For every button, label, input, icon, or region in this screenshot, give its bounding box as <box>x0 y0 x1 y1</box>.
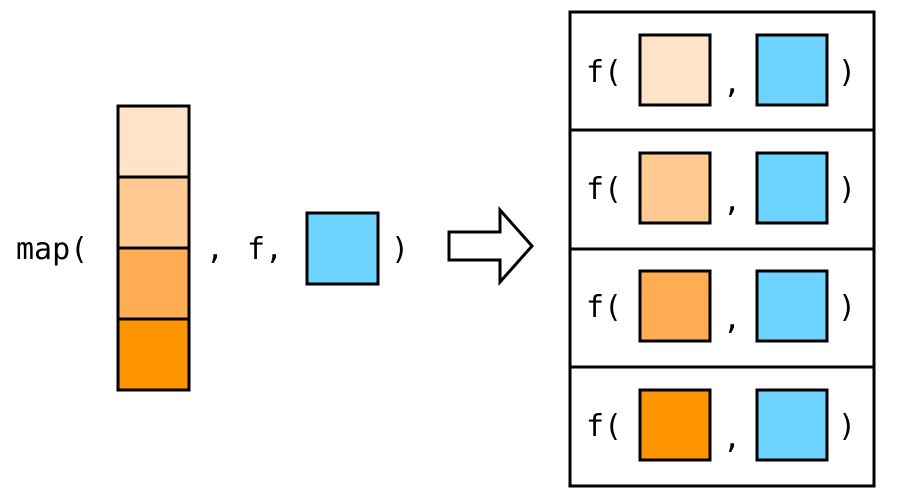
output-row-1-element <box>638 33 712 107</box>
output-row-4-element <box>638 388 712 462</box>
input-vector-element-2 <box>116 175 191 250</box>
output-row-1-close: ) <box>838 55 856 90</box>
output-list: f( , ) f( , ) f( , ) f( , ) <box>568 10 876 488</box>
output-row-3-close: ) <box>838 290 856 325</box>
right-arrow-icon <box>447 206 535 286</box>
output-row-3: f( , ) <box>586 269 856 343</box>
output-row-2-argument <box>755 151 829 225</box>
output-row-3-call: f( <box>586 290 622 325</box>
map-call-suffix: ) <box>391 232 409 267</box>
output-row-3-argument <box>755 269 829 343</box>
output-row-1-argument <box>755 33 829 107</box>
map-call: map( , f, ) <box>16 104 409 392</box>
input-vector-element-4 <box>116 317 191 392</box>
output-row-1: f( , ) <box>586 33 856 107</box>
output-row-1-comma: , <box>723 66 741 101</box>
output-row-3-comma: , <box>723 302 741 337</box>
map-call-prefix: map( <box>16 232 88 267</box>
output-row-4-close: ) <box>838 409 856 444</box>
output-row-2-close: ) <box>838 172 856 207</box>
output-row-3-element <box>638 269 712 343</box>
output-row-4: f( , ) <box>586 388 856 462</box>
input-vector <box>116 104 191 392</box>
output-row-4-argument <box>755 388 829 462</box>
map-call-function-name: f, <box>247 232 283 267</box>
output-row-2-call: f( <box>586 172 622 207</box>
input-vector-element-3 <box>116 246 191 321</box>
output-row-4-comma: , <box>723 421 741 456</box>
output-row-2-element <box>638 151 712 225</box>
output-row-2: f( , ) <box>586 151 856 225</box>
input-vector-element-1 <box>116 104 191 179</box>
map-call-comma: , <box>206 232 224 267</box>
output-row-2-comma: , <box>723 184 741 219</box>
extra-argument-square <box>305 211 380 286</box>
output-row-4-call: f( <box>586 409 622 444</box>
output-row-1-call: f( <box>586 55 622 90</box>
